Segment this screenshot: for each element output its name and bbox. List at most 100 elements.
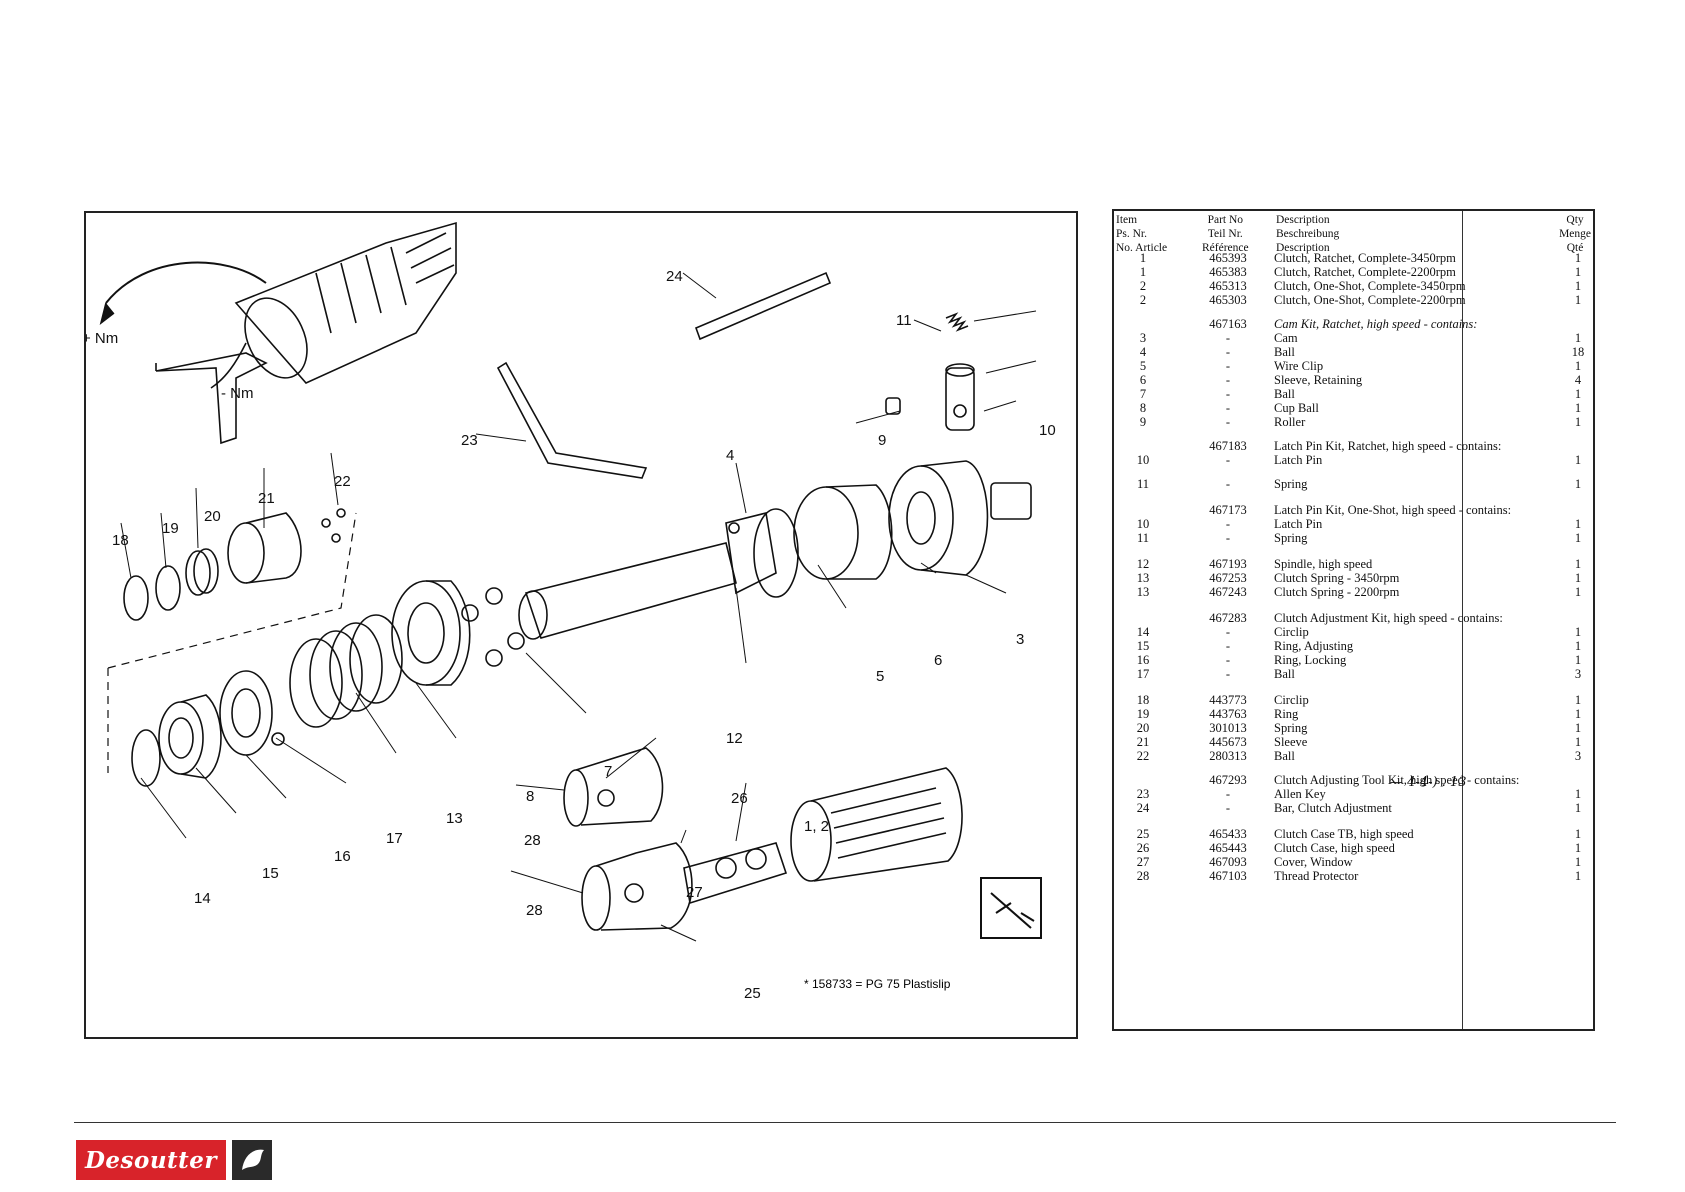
- parts-row: 467183 Latch Pin Kit, Ratchet, high speed…: [1114, 439, 1593, 453]
- row-qty: 1: [1574, 401, 1582, 415]
- callout-28-lower: 28: [526, 902, 543, 919]
- row-qty: 1: [1574, 707, 1582, 721]
- bar-clutch-adjustment: [694, 271, 832, 341]
- row-qty: 1: [1574, 517, 1582, 531]
- row-qty: 3: [1574, 667, 1582, 681]
- row-part-no: 467193: [1209, 557, 1247, 571]
- clutch-spring: [289, 614, 403, 728]
- callout-7: 7: [604, 763, 612, 780]
- row-description: Latch Pin Kit, Ratchet, high speed - con…: [1274, 439, 1502, 453]
- row-description: Ball: [1274, 387, 1295, 401]
- callout-18: 18: [112, 532, 129, 549]
- callout-19: 19: [162, 520, 179, 537]
- row-qty: 1: [1574, 331, 1582, 345]
- oil-can-icon: [990, 892, 1035, 929]
- row-item: 20: [1136, 721, 1150, 735]
- circlip-large: [131, 729, 161, 787]
- row-qty: 1: [1574, 721, 1582, 735]
- row-part-no: -: [1225, 531, 1231, 545]
- row-qty: 1: [1574, 359, 1582, 373]
- cup-ball: [391, 580, 471, 686]
- row-part-no: -: [1225, 787, 1231, 801]
- row-description: Ring: [1274, 707, 1299, 721]
- row-qty: 1: [1574, 585, 1582, 599]
- row-qty: 18: [1571, 345, 1585, 359]
- row-qty: 1: [1574, 557, 1582, 571]
- row-item: 16: [1136, 653, 1150, 667]
- row-part-no: -: [1225, 653, 1231, 667]
- row-description: Cam Kit, Ratchet, high speed - contains:: [1274, 317, 1478, 331]
- row-qty: 1: [1574, 279, 1582, 293]
- callout-25: 25: [744, 985, 761, 1002]
- row-qty: 1: [1574, 653, 1582, 667]
- row-qty: 1: [1574, 827, 1582, 841]
- row-part-no: 465433: [1209, 827, 1247, 841]
- diagram-drawing: + Nm - Nm: [86, 221, 1056, 1002]
- row-item: 7: [1139, 387, 1147, 401]
- row-part-no: -: [1225, 331, 1231, 345]
- row-part-no: -: [1225, 477, 1231, 491]
- callout-5: 5: [876, 668, 884, 685]
- row-item: 25: [1136, 827, 1150, 841]
- row-qty: 1: [1574, 265, 1582, 279]
- header-qty: Qty Menge Qté: [1559, 214, 1591, 254]
- clutch-complete: [683, 842, 788, 905]
- row-description: Clutch, One-Shot, Complete-3450rpm: [1274, 279, 1466, 293]
- row-part-no: 443763: [1209, 707, 1247, 721]
- row-item: 28: [1136, 869, 1150, 883]
- row-item: 11: [1136, 531, 1150, 545]
- callout-4: 4: [726, 447, 734, 464]
- row-item: 1: [1139, 265, 1147, 279]
- column-divider: [1462, 211, 1463, 1029]
- row-part-no: 467183: [1209, 439, 1247, 453]
- row-item: 15: [1136, 639, 1150, 653]
- callout-11: 11: [896, 312, 912, 329]
- row-part-no: -: [1225, 345, 1231, 359]
- row-description: Ball: [1274, 345, 1295, 359]
- row-description: Clutch, Ratchet, Complete-3450rpm: [1274, 251, 1456, 265]
- callout-24: 24: [666, 268, 683, 285]
- row-part-no: 465443: [1209, 841, 1247, 855]
- row-description: Bar, Clutch Adjustment: [1274, 801, 1392, 815]
- row-part-no: 465393: [1209, 251, 1247, 265]
- row-description: Cover, Window: [1274, 855, 1353, 869]
- row-part-no: 465383: [1209, 265, 1247, 279]
- row-description: Clutch Case, high speed: [1274, 841, 1395, 855]
- callout-23: 23: [461, 432, 478, 449]
- allen-key: [496, 361, 648, 479]
- callout-16: 16: [334, 848, 351, 865]
- row-item: 13: [1136, 585, 1150, 599]
- footer-rule: [74, 1122, 1616, 1123]
- row-item: 18: [1136, 693, 1150, 707]
- row-description: Ball: [1274, 667, 1295, 681]
- row-description: Circlip: [1274, 693, 1309, 707]
- row-description: Latch Pin Kit, One-Shot, high speed - co…: [1274, 503, 1512, 517]
- clutch-case-tb: [581, 842, 693, 931]
- row-qty: 1: [1574, 787, 1582, 801]
- row-qty: 1: [1574, 869, 1582, 883]
- row-qty: 3: [1574, 749, 1582, 763]
- callout-12: 12: [726, 730, 743, 747]
- row-description: Clutch Adjustment Kit, high speed - cont…: [1274, 611, 1503, 625]
- row-item: 3: [1139, 331, 1147, 345]
- brand-wordmark: Desoutter: [84, 1146, 218, 1174]
- row-part-no: 280313: [1209, 749, 1247, 763]
- callout-27: 27: [686, 884, 703, 901]
